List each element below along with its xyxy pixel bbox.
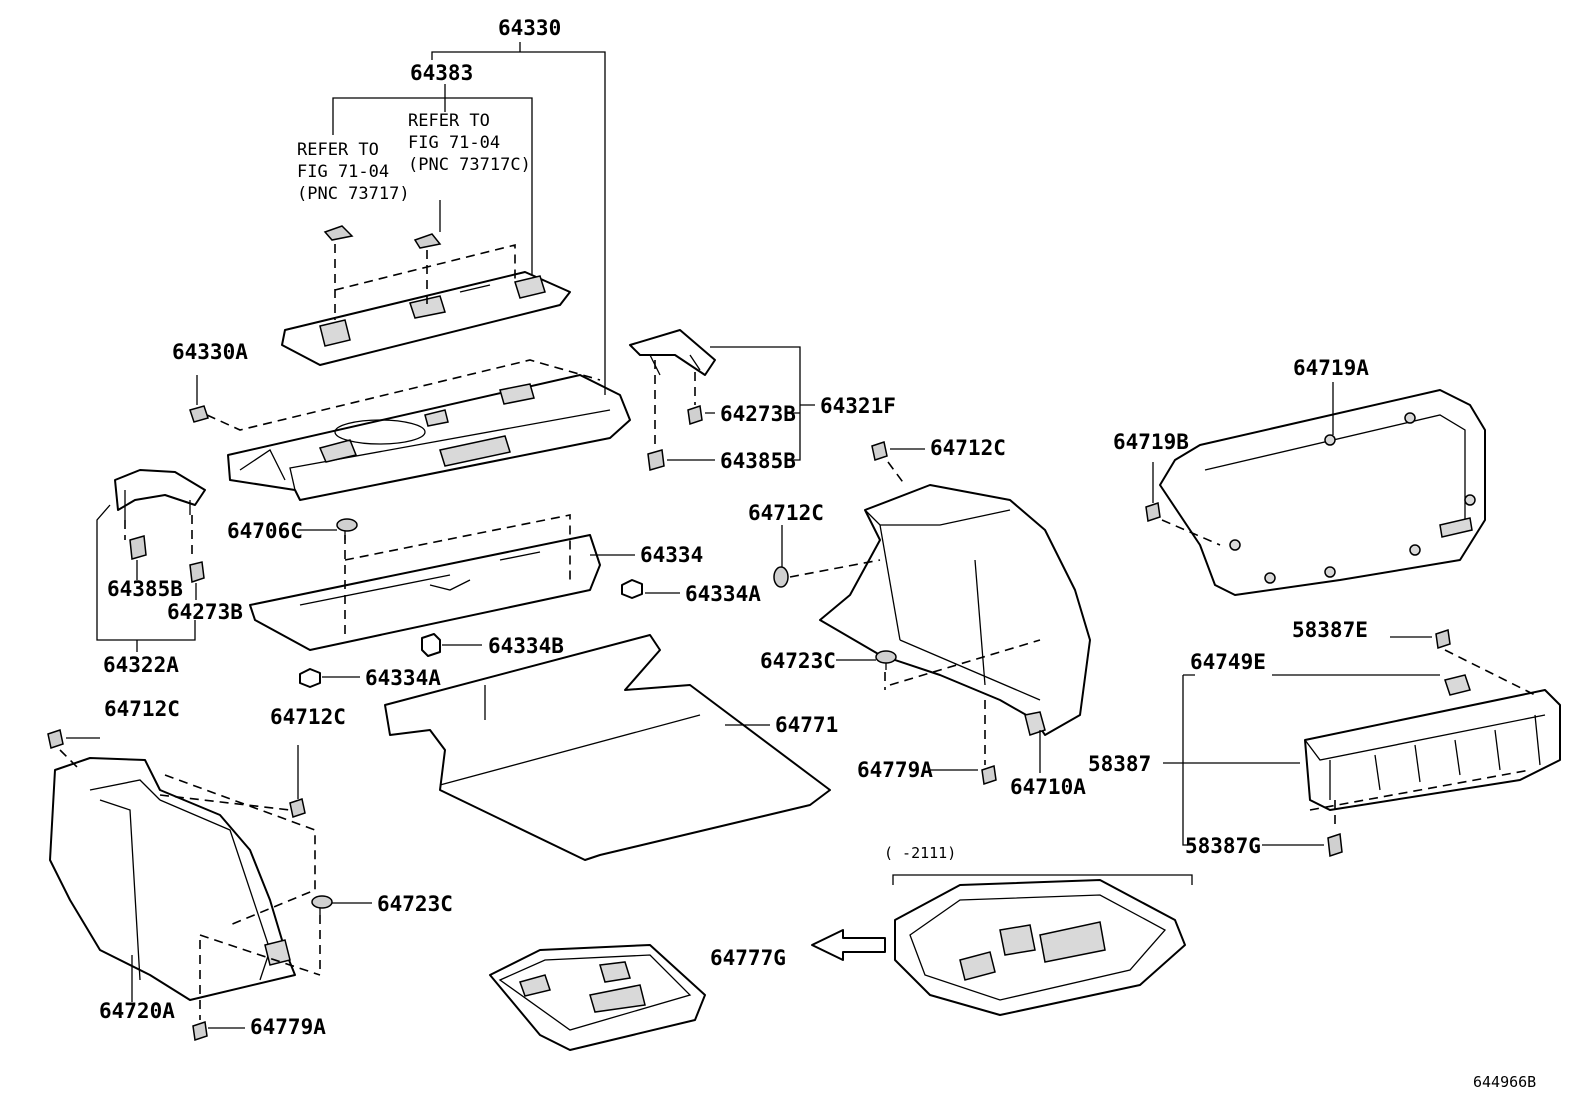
label-64706C: 64706C xyxy=(227,519,303,543)
spacer-64334A-left[interactable] xyxy=(299,668,321,688)
label-64385B-upper: 64385B xyxy=(720,449,796,473)
tray-clip-right[interactable] xyxy=(413,233,442,249)
label-64710A: 64710A xyxy=(1010,775,1086,799)
label-64322A: 64322A xyxy=(103,653,179,677)
label-64720A: 64720A xyxy=(99,999,175,1023)
label-64330: 64330 xyxy=(498,16,561,40)
label-64712C-left-top: 64712C xyxy=(104,697,180,721)
clip-64779A-right[interactable] xyxy=(981,765,997,785)
clip-64712C-left-mid[interactable] xyxy=(289,798,306,818)
clip-64712C-right-mid[interactable] xyxy=(773,566,789,588)
tray-clip-left[interactable] xyxy=(323,225,354,241)
label-64334A-right: 64334A xyxy=(685,582,761,606)
clip-64385B-upper[interactable] xyxy=(647,449,665,471)
package-tray-trim-64330[interactable] xyxy=(227,374,631,501)
label-58387G: 58387G xyxy=(1185,834,1261,858)
package-tray-cover-64383[interactable] xyxy=(281,271,571,366)
label-64777G: 64777G xyxy=(710,946,786,970)
label-64334A-left: 64334A xyxy=(365,666,441,690)
spacer-64334A-right[interactable] xyxy=(621,579,643,599)
label-64273B-left: 64273B xyxy=(167,600,243,624)
quarter-trim-left-64720A[interactable] xyxy=(49,757,296,1001)
label-64719A: 64719A xyxy=(1293,356,1369,380)
label-64712C-right-top: 64712C xyxy=(930,436,1006,460)
clip-64273B-left[interactable] xyxy=(189,561,205,584)
clip-64779A-left[interactable] xyxy=(192,1021,208,1041)
tool-tray-old[interactable] xyxy=(894,879,1186,1016)
label-64749E: 64749E xyxy=(1190,650,1266,674)
label-58387E: 58387E xyxy=(1292,618,1368,642)
clip-64723C-left[interactable] xyxy=(311,895,333,915)
label-64779A-left: 64779A xyxy=(250,1015,326,1039)
label-64273B-upper: 64273B xyxy=(720,402,796,426)
label-64330A: 64330A xyxy=(172,340,248,364)
label-64771: 64771 xyxy=(775,713,838,737)
note-left-line2: FIG 71-04 xyxy=(297,162,389,182)
clip-64719B[interactable] xyxy=(1145,502,1161,522)
quarter-cover-64321F[interactable] xyxy=(629,329,716,376)
clip-58387E[interactable] xyxy=(1435,629,1451,649)
label-64723C-left: 64723C xyxy=(377,892,453,916)
label-58387: 58387 xyxy=(1088,752,1151,776)
label-64383: 64383 xyxy=(410,61,473,85)
spacer-64334B[interactable] xyxy=(421,633,441,657)
diagram-id: 644966B xyxy=(1473,1073,1536,1091)
label-64321F: 64321F xyxy=(820,394,896,418)
date-range: ( -2111) xyxy=(884,844,956,862)
back-door-trim-64719A[interactable] xyxy=(1159,389,1486,596)
note-left-line1: REFER TO xyxy=(297,140,379,160)
clip-64712C-right-top[interactable] xyxy=(871,441,888,461)
scuff-plate-58387[interactable] xyxy=(1304,674,1561,811)
clip-64273B-upper[interactable] xyxy=(687,405,703,425)
clip-64385B-left[interactable] xyxy=(129,535,147,560)
note-right-line1: REFER TO xyxy=(408,111,490,131)
floor-board-64334[interactable] xyxy=(249,534,601,651)
luggage-mat-64771[interactable] xyxy=(384,634,831,861)
fastener-64330A[interactable] xyxy=(189,375,209,423)
replace-arrow xyxy=(811,929,886,961)
label-64779A-right: 64779A xyxy=(857,758,933,782)
label-64712C-right-mid: 64712C xyxy=(748,501,824,525)
clip-64712C-left-top[interactable] xyxy=(47,729,64,749)
clip-64706C[interactable] xyxy=(336,518,358,540)
label-64712C-left-mid: 64712C xyxy=(270,705,346,729)
label-64723C-right: 64723C xyxy=(760,649,836,673)
note-left-line3: (PNC 73717) xyxy=(297,184,410,204)
label-64334: 64334 xyxy=(640,543,703,567)
note-right-line3: (PNC 73717C) xyxy=(408,155,531,175)
quarter-trim-right-64710A[interactable] xyxy=(819,484,1091,736)
label-64719B: 64719B xyxy=(1113,430,1189,454)
tool-tray-64777G-new[interactable] xyxy=(489,944,706,1051)
clip-58387G[interactable] xyxy=(1327,832,1343,858)
clip-64723C-right[interactable] xyxy=(875,650,897,670)
label-64385B-left: 64385B xyxy=(107,577,183,601)
note-right-line2: FIG 71-04 xyxy=(408,133,500,153)
bracket-64322A[interactable] xyxy=(114,469,206,520)
label-64334B: 64334B xyxy=(488,634,564,658)
